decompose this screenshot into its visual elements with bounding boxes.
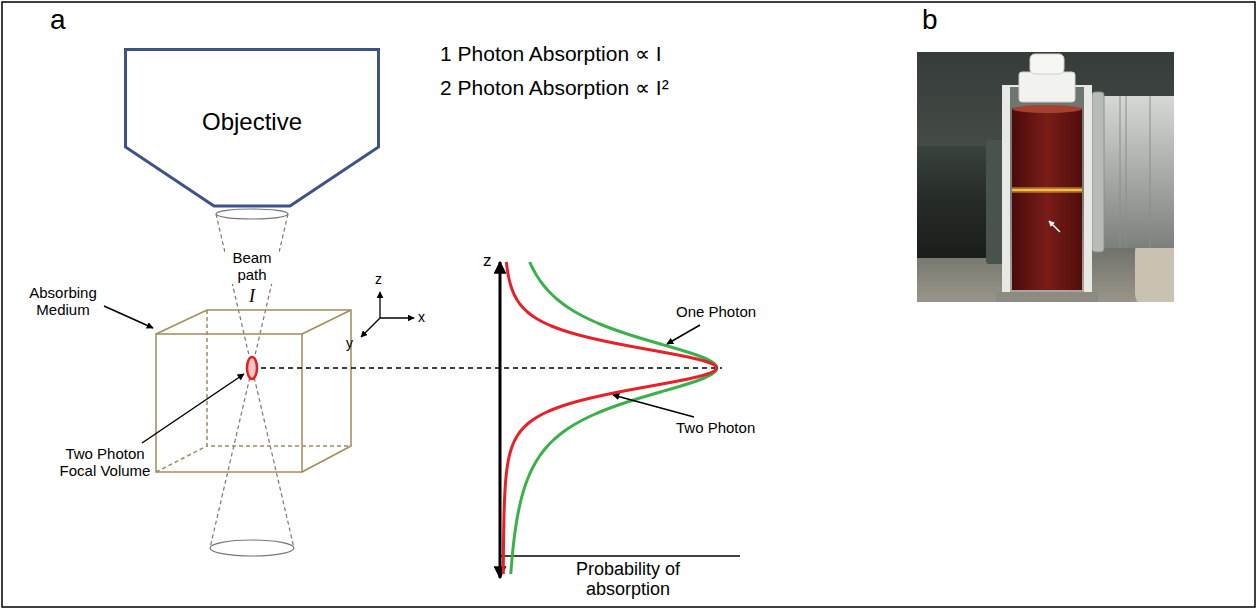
holder-post <box>1003 86 1010 298</box>
leader-arrow <box>104 306 153 328</box>
equation-text: 2 Photon Absorption ∝ I² <box>440 76 669 100</box>
right-lens-rim <box>1092 92 1104 252</box>
leader-arrow <box>613 395 694 417</box>
beam-label: Beam path <box>225 249 279 284</box>
cuvette-cap <box>1019 72 1075 102</box>
medium-cube <box>156 310 351 472</box>
lens-knurl <box>1120 96 1150 248</box>
leader-arrow <box>667 325 700 344</box>
focal-plane-line <box>252 367 722 368</box>
knurl-line <box>1150 96 1151 248</box>
axis-label: z <box>375 271 382 287</box>
knurl-line <box>1126 96 1127 248</box>
knurl-line <box>1120 96 1121 248</box>
fluorescence-line <box>1012 189 1082 192</box>
cube-edge <box>156 310 351 472</box>
cube-edge <box>302 310 351 334</box>
axis-label: y <box>346 335 353 351</box>
z-axis <box>379 292 380 318</box>
axis-title: Probability of absorption <box>543 559 713 599</box>
left-lens-barrel <box>917 146 991 258</box>
fluorescence-glow <box>1012 187 1082 193</box>
cuvette-glass <box>1003 86 1091 298</box>
beam-top-ellipse <box>216 209 288 219</box>
axis-label: z <box>483 251 492 271</box>
beam-edge <box>210 214 288 548</box>
node-label: Objective <box>202 108 302 136</box>
focal-volume <box>247 357 257 379</box>
medium-label: Absorbing Medium <box>15 284 111 319</box>
meniscus <box>1012 105 1082 113</box>
panel-letter: b <box>922 4 938 36</box>
leader-arrow <box>142 374 244 443</box>
axis-triad <box>361 292 414 337</box>
curve-label: One Photon <box>676 303 756 320</box>
y-axis <box>361 318 380 337</box>
focal-volume-label: Two Photon Focal Volume <box>49 445 161 480</box>
curve-label: Two Photon <box>676 419 755 436</box>
cube-front-face <box>156 334 302 472</box>
axis-label: x <box>418 309 425 325</box>
x-axis <box>380 317 414 318</box>
cuvette-photo <box>917 52 1174 302</box>
z-double-arrow <box>499 262 502 578</box>
beam-edge <box>216 214 294 548</box>
cap-knob <box>1030 54 1064 74</box>
objective-lens: Objective <box>124 48 380 208</box>
cube-hidden-edge <box>156 446 207 472</box>
panel-letter: a <box>50 4 66 36</box>
cuvette-base <box>996 292 1098 302</box>
dye-solution <box>1012 108 1082 290</box>
beam-cone <box>210 209 294 556</box>
beam-bottom-ellipse <box>210 540 294 556</box>
intensity-symbol: I <box>242 286 262 307</box>
plot-baseline <box>500 555 740 557</box>
cube-hidden-edge <box>207 310 351 446</box>
holder-post <box>1084 86 1091 298</box>
objective-shape <box>126 50 379 207</box>
equation-text: 1 Photon Absorption ∝ I <box>440 42 662 66</box>
photo-arrow <box>1049 221 1060 232</box>
